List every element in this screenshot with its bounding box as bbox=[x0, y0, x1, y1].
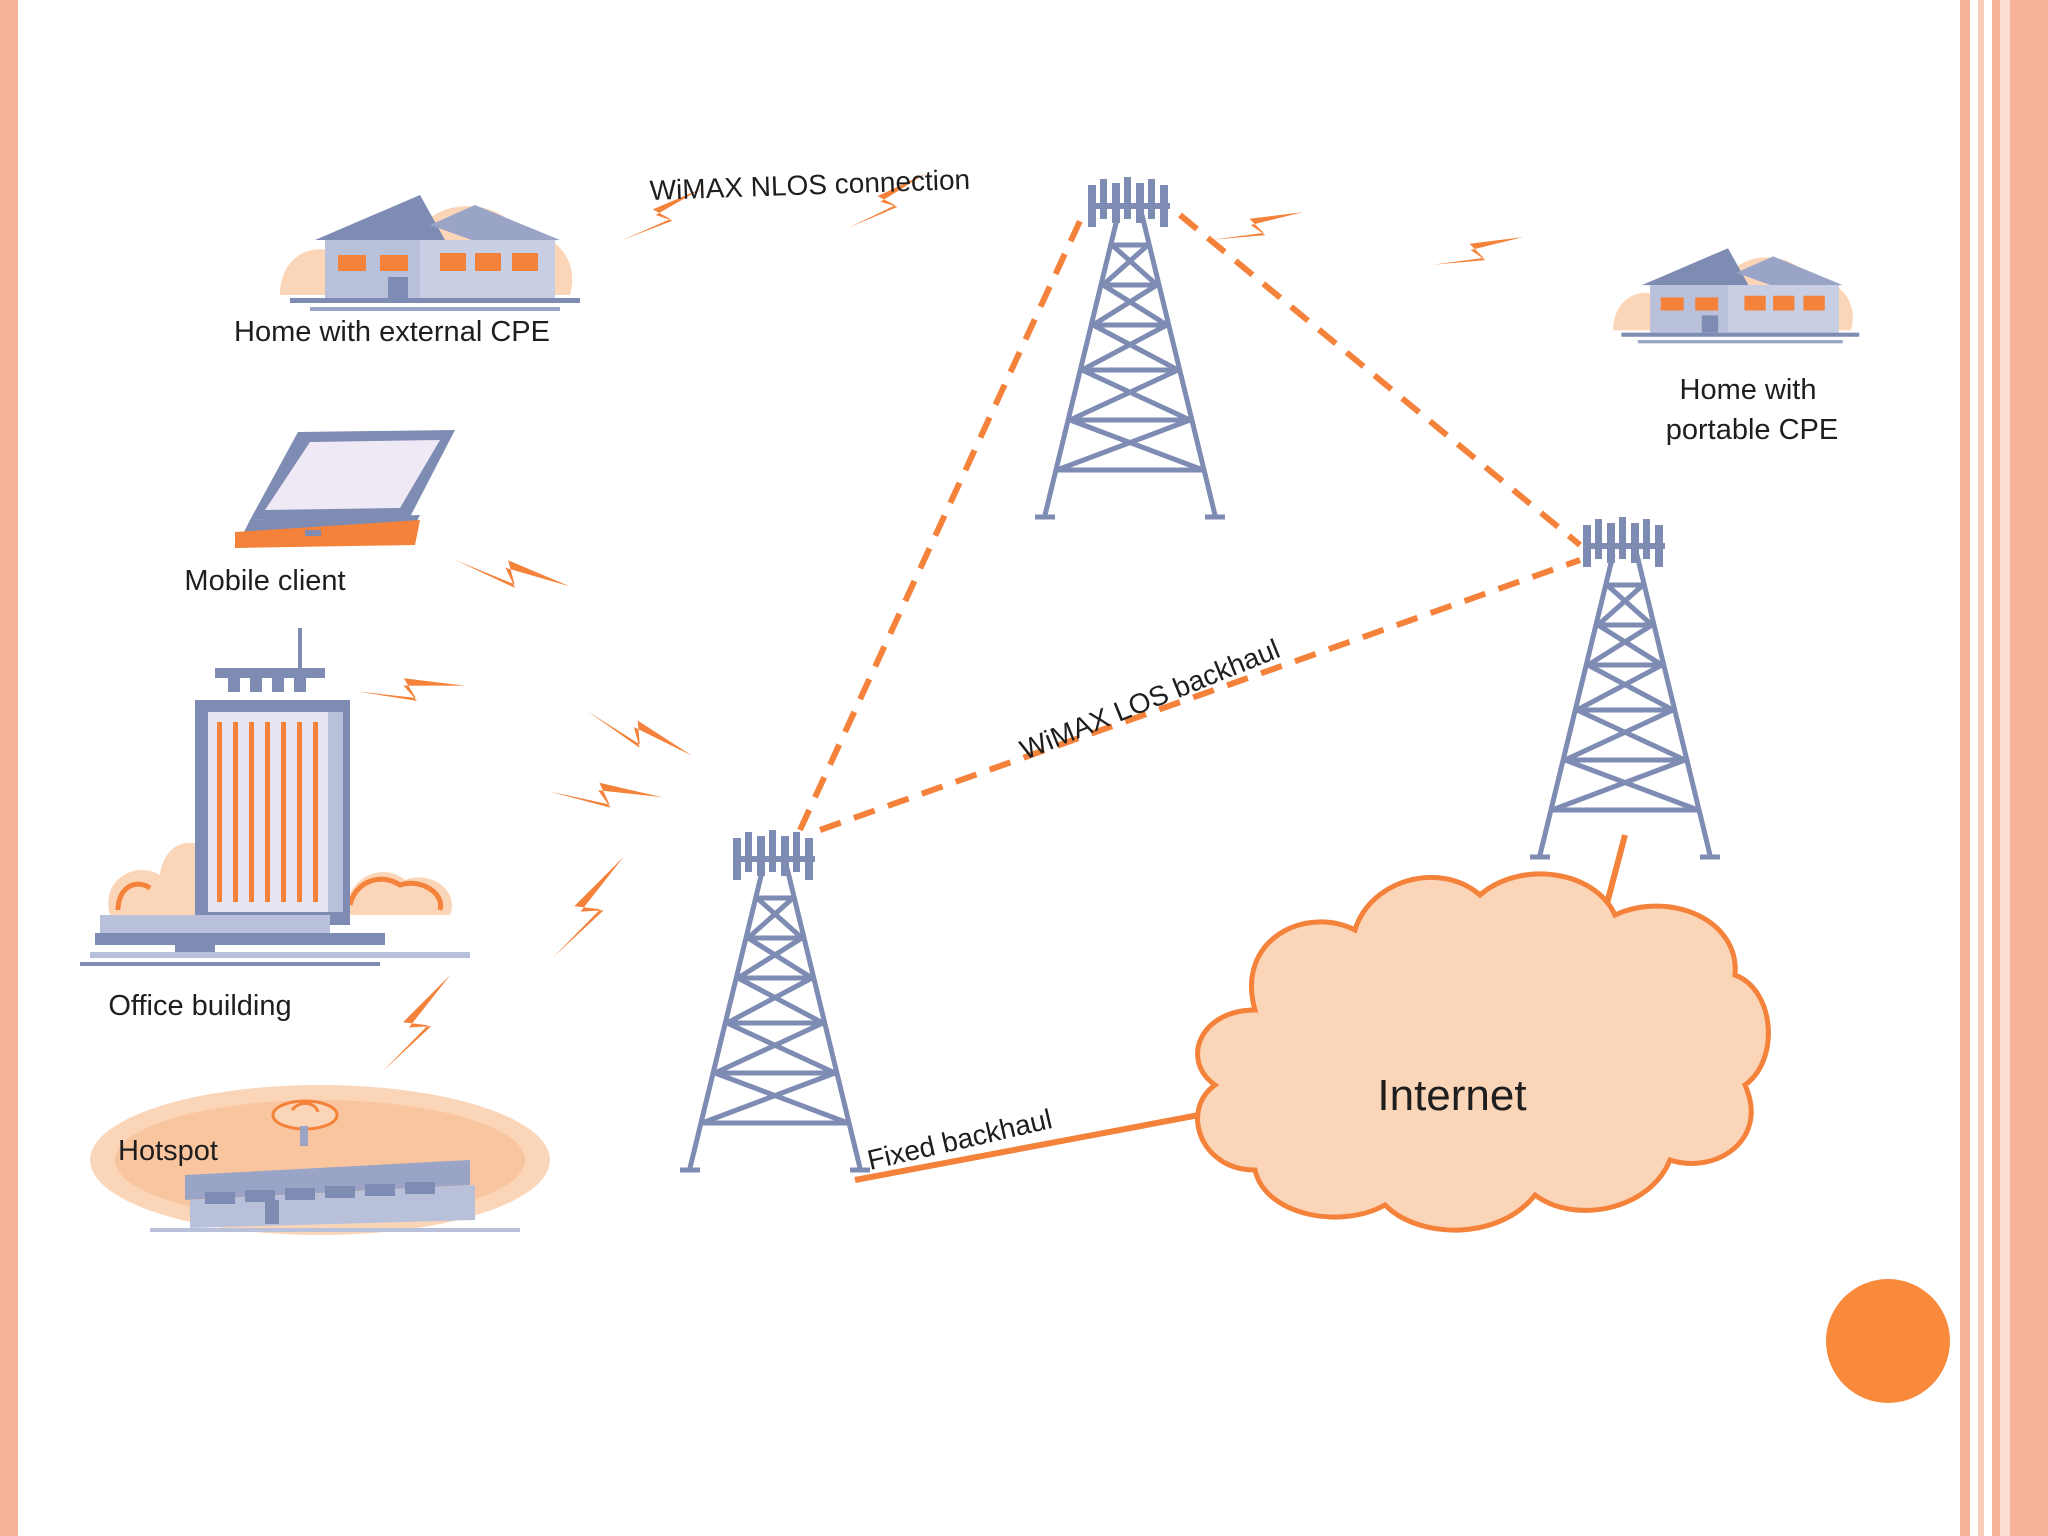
office-building-icon bbox=[80, 628, 470, 966]
tower-icon bbox=[1530, 517, 1720, 857]
los-backhaul-label: WiMAX LOS backhaul bbox=[1016, 633, 1284, 766]
hotspot-label: Hotspot bbox=[118, 1135, 218, 1167]
mobile-client-label: Mobile client bbox=[184, 565, 345, 597]
lightning-bolt-icon bbox=[454, 520, 571, 626]
laptop-icon bbox=[235, 430, 455, 548]
home-external-cpe-label: Home with external CPE bbox=[234, 316, 550, 348]
office-building-label: Office building bbox=[108, 990, 291, 1022]
house-icon bbox=[280, 195, 580, 311]
los-backhaul-links bbox=[797, 208, 1582, 833]
lightning-bolt-icon bbox=[1432, 225, 1523, 277]
link-tower1-tower2 bbox=[797, 208, 1088, 832]
link-tower1-tower3 bbox=[818, 557, 1582, 833]
lightning-bolt-icon bbox=[1212, 200, 1303, 252]
home-portable-cpe-label: Home with bbox=[1680, 374, 1817, 406]
lightning-bolt-icon bbox=[587, 678, 692, 788]
lightning-bolt-icon bbox=[356, 648, 466, 729]
link-tower2-tower3 bbox=[1178, 212, 1582, 548]
home-portable-cpe-label: portable CPE bbox=[1666, 414, 1839, 446]
nlos-connection-label: WiMAX NLOS connection bbox=[649, 164, 970, 206]
hotspot-icon bbox=[90, 1085, 550, 1235]
lightning-bolt-icon bbox=[357, 974, 476, 1072]
cloud-icon bbox=[1195, 871, 1771, 1233]
internet-label: Internet bbox=[1377, 1071, 1526, 1120]
lightning-bolt-icon bbox=[548, 748, 663, 840]
house-icon bbox=[1613, 248, 1860, 344]
tower-icon bbox=[680, 830, 870, 1170]
slide-decoration-dot bbox=[1826, 1279, 1950, 1403]
lightning-bolt-icon bbox=[527, 856, 650, 958]
fixed-backhaul-label: Fixed backhaul bbox=[864, 1103, 1054, 1176]
